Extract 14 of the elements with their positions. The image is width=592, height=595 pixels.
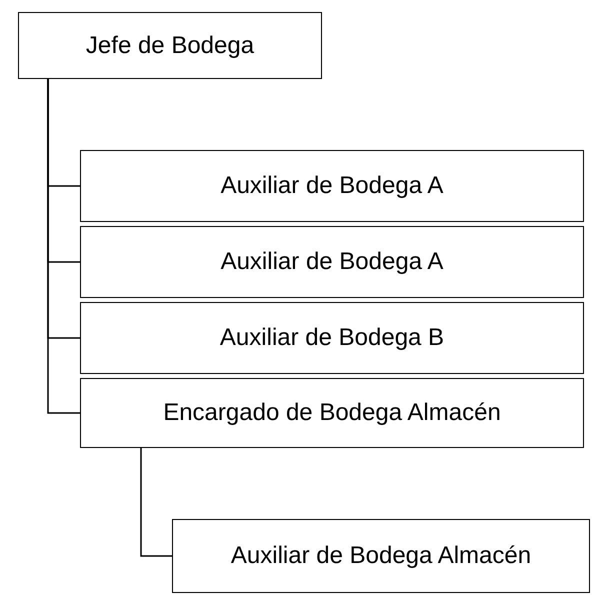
position-box — [80, 150, 584, 222]
position-title: Encargado de Bodega Almacén — [163, 399, 501, 427]
position-title: Jefe de Bodega — [86, 32, 254, 60]
position-title: Auxiliar de Bodega A — [220, 248, 444, 276]
position-box — [18, 12, 322, 79]
position-title: Auxiliar de Bodega Almacén — [230, 542, 532, 570]
position-box — [80, 378, 584, 448]
position-box — [172, 519, 590, 593]
connector-line — [140, 448, 172, 557]
position-box — [80, 302, 584, 374]
position-title: Auxiliar de Bodega B — [220, 324, 444, 352]
position-box — [80, 226, 584, 298]
position-title: Auxiliar de Bodega A — [220, 172, 444, 200]
connector-line — [47, 79, 80, 414]
